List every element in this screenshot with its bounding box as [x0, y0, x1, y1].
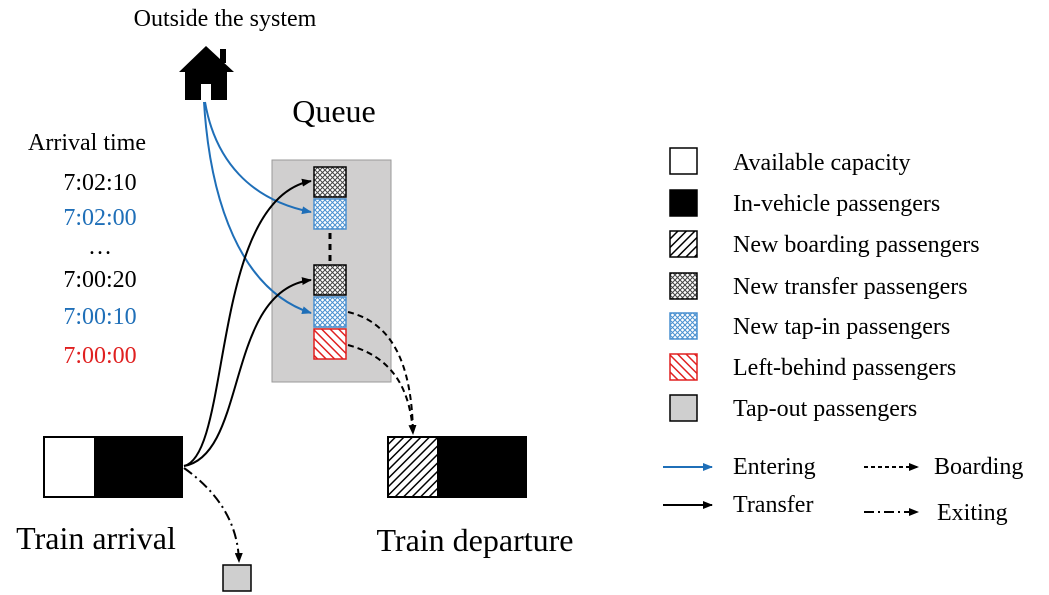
outside-system-label: Outside the system — [134, 6, 317, 32]
legend-label: New transfer passengers — [733, 274, 968, 300]
legend-label: Left-behind passengers — [733, 355, 956, 381]
legend-item-in-vehicle: In-vehicle passengers — [669, 189, 940, 217]
exiting-arrow — [183, 467, 243, 563]
arrival-time-list: 7:02:10 7:02:00 … 7:00:20 7:00:10 7:00:00 — [63, 170, 136, 369]
legend-label: Available capacity — [733, 150, 910, 176]
arrival-time-item: 7:00:20 — [63, 267, 136, 293]
house-icon — [179, 46, 234, 100]
legend-item-left-behind: Left-behind passengers — [669, 353, 956, 381]
transfer-label: Transfer — [733, 492, 813, 518]
transfer-arrow-top — [183, 178, 312, 467]
arrival-time-item: 7:02:00 — [63, 205, 136, 231]
boarding-arrow-top — [347, 311, 414, 435]
left-behind-swatch — [669, 353, 698, 381]
legend-item-tap-out: Tap-out passengers — [669, 394, 917, 422]
arrival-time-item: 7:00:00 — [63, 343, 136, 369]
train-departure-bar — [387, 436, 527, 498]
legend-item-new-transfer: New transfer passengers — [669, 272, 968, 300]
queue-tapin-box-top — [313, 198, 347, 230]
new-transfer-swatch — [669, 272, 698, 300]
in-vehicle-swatch — [669, 189, 698, 217]
new-boarding-swatch — [669, 230, 698, 258]
arrival-time-item: 7:02:10 — [63, 170, 136, 196]
tapout-box — [222, 564, 252, 592]
queue-leftbehind-box — [313, 328, 347, 360]
legend-item-available-capacity: Available capacity — [669, 147, 910, 176]
queue-tapin-box-bottom — [313, 296, 347, 328]
queue-transfer-box-top — [313, 166, 347, 198]
entering-arrow-bottom — [203, 101, 312, 315]
legend: Available capacity In-vehicle passengers… — [663, 147, 1023, 526]
new-tapin-swatch — [669, 312, 698, 340]
queue-label: Queue — [292, 93, 376, 129]
arrival-time-item: 7:00:10 — [63, 304, 136, 330]
legend-item-new-boarding: New boarding passengers — [669, 230, 980, 258]
train-arrival-label: Train arrival — [16, 520, 176, 556]
legend-label: Tap-out passengers — [733, 396, 917, 422]
exiting-label: Exiting — [937, 500, 1008, 526]
train-arrival-bar — [43, 436, 183, 498]
legend-label: New boarding passengers — [733, 232, 980, 258]
entering-label: Entering — [733, 454, 816, 480]
tap-out-swatch — [669, 394, 698, 422]
arrival-time-item: … — [88, 234, 112, 260]
boarding-arrow-bottom — [347, 344, 417, 435]
entering-arrow-top — [204, 101, 312, 215]
legend-label: New tap-in passengers — [733, 314, 950, 340]
arrival-time-header: Arrival time — [28, 130, 146, 156]
transfer-arrow-bottom — [183, 277, 312, 467]
legend-item-new-tapin: New tap-in passengers — [669, 312, 950, 340]
train-departure-label: Train departure — [377, 522, 574, 558]
legend-label: In-vehicle passengers — [733, 191, 940, 217]
available-capacity-swatch — [669, 147, 698, 175]
queue-transfer-box-bottom — [313, 264, 347, 296]
boarding-label: Boarding — [934, 454, 1023, 480]
